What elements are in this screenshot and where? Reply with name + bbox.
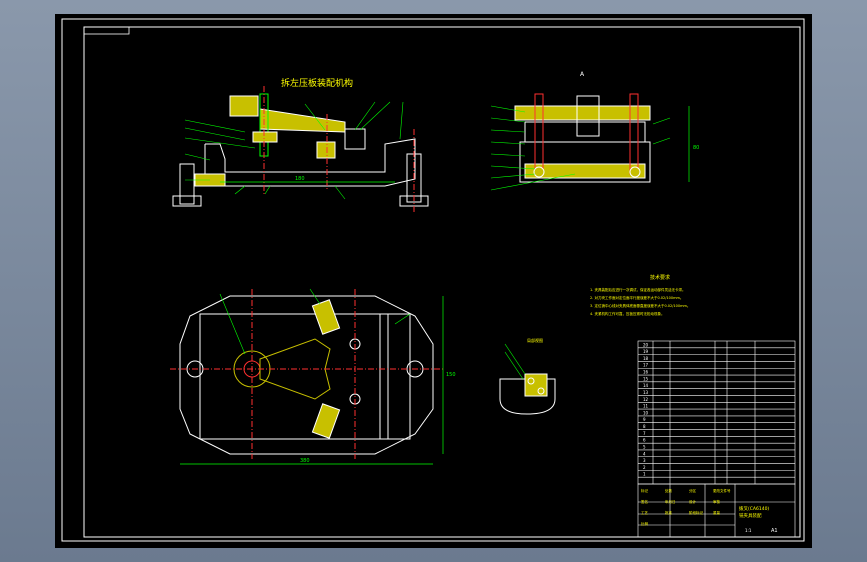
plan-len-text: 380	[300, 458, 310, 464]
outer-border	[61, 18, 805, 542]
inner-border	[83, 26, 801, 538]
plan-clamp-lower	[311, 403, 341, 439]
pressure-plate	[229, 95, 259, 117]
corner-box	[83, 26, 130, 35]
title-name-2: 铣夹具装配	[739, 512, 762, 519]
nut-middle	[316, 141, 336, 159]
side-right-pin	[629, 166, 641, 178]
parts-row-number: 6	[643, 438, 646, 443]
detail-pin-2	[537, 387, 545, 395]
plan-inner-rect	[199, 313, 411, 440]
title-block-label: 更改文件号	[713, 488, 731, 493]
drawing-sheet: 拆左压板装配机构 180	[55, 14, 812, 548]
detail-outline	[499, 378, 556, 415]
parts-row-number: 17	[643, 363, 649, 368]
title-block-label: 批准	[665, 510, 673, 515]
parts-row-number: 4	[643, 451, 646, 456]
left-foot	[172, 195, 202, 207]
plan-clamp-upper	[311, 299, 341, 335]
title-block-label: 分区	[689, 488, 697, 493]
detail-label: 局部视图	[527, 337, 543, 343]
tech-req-item-1: 1. 夹具装配后应进行一次调试，保证各运动部件灵活无卡滞。	[590, 287, 685, 292]
title-name-1: 拨叉(CA6140)	[739, 505, 769, 512]
title-block-label: 阶段标记	[689, 510, 703, 515]
title-block-label: 处数	[665, 488, 673, 493]
title-scale: 1:1	[745, 528, 752, 533]
parts-row-number: 19	[643, 349, 649, 354]
section-label: A	[580, 71, 585, 78]
parts-row-number: 1	[643, 472, 646, 477]
title-block-label: 年月日	[665, 499, 676, 504]
parts-row-number: 9	[643, 417, 646, 422]
cad-drawing: 拆左压板装配机构 180	[61, 18, 805, 542]
body-outline	[204, 138, 416, 187]
parts-row-number: 15	[643, 376, 649, 381]
plan-right-slot	[379, 313, 389, 440]
side-height-text: 80	[693, 145, 699, 151]
parts-row-number: 18	[643, 356, 649, 361]
parts-row-number: 2	[643, 465, 646, 470]
front-dim-text: 180	[295, 176, 305, 182]
parts-row-number: 13	[643, 390, 649, 395]
parts-row-number: 11	[643, 404, 649, 409]
title-block-label: 工艺	[641, 510, 649, 515]
parts-row-number: 7	[643, 431, 646, 436]
drawing-title: 拆左压板装配机构	[281, 77, 353, 89]
parts-row-number: 12	[643, 397, 649, 402]
title-block-label: 标记	[641, 488, 649, 493]
detail-block	[524, 373, 548, 397]
nut-upper	[252, 131, 278, 143]
parts-row-number: 3	[643, 458, 646, 463]
side-view: A 80	[490, 71, 699, 191]
parts-row-number: 8	[643, 424, 646, 429]
left-bolt	[179, 163, 195, 205]
front-view: 拆左压板装配机构 180	[172, 77, 429, 214]
tech-req-heading: 技术要求	[650, 274, 670, 281]
tech-requirements: 技术要求 1. 夹具装配后应进行一次调试，保证各运动部件灵活无卡滞。 2. 对刀…	[590, 274, 690, 316]
plan-base-outline	[179, 295, 434, 455]
title-block-label: 比例	[641, 521, 649, 526]
detail-view: 局部视图	[499, 337, 556, 415]
title-block-label: 审核	[713, 499, 721, 504]
plan-h-text: 150	[446, 372, 456, 378]
parts-row-number: 10	[643, 410, 649, 415]
plan-clamp-arm	[259, 338, 331, 400]
parts-row-number: 14	[643, 383, 649, 388]
title-sheet: A1	[771, 528, 778, 534]
side-base	[519, 141, 651, 183]
side-top-plate	[514, 105, 651, 121]
plan-view: 380 150	[170, 288, 456, 465]
parts-row-number: 5	[643, 444, 646, 449]
title-block-label: 签名	[641, 499, 648, 504]
spring-block	[344, 128, 366, 150]
tech-req-item-3: 3. 定位销中心线对夹具体底面垂直度误差不大于0.02/100mm。	[590, 303, 690, 308]
lever-arm	[259, 108, 346, 133]
side-center-post	[576, 95, 600, 137]
tech-req-item-4: 4. 夹紧机构工作可靠，压板压紧时无松动现象。	[590, 311, 664, 316]
side-left-pin	[533, 166, 545, 178]
detail-pin-1	[527, 377, 535, 385]
parts-row-number: 16	[643, 370, 649, 375]
side-base-hatch	[524, 163, 646, 179]
parts-row-number: 20	[643, 342, 649, 347]
tech-req-item-2: 2. 对刀块工作面对定位面平行度误差不大于0.02/100mm。	[590, 295, 683, 300]
title-block-label: 重量	[713, 510, 721, 515]
title-block-label: 设计	[689, 499, 697, 504]
